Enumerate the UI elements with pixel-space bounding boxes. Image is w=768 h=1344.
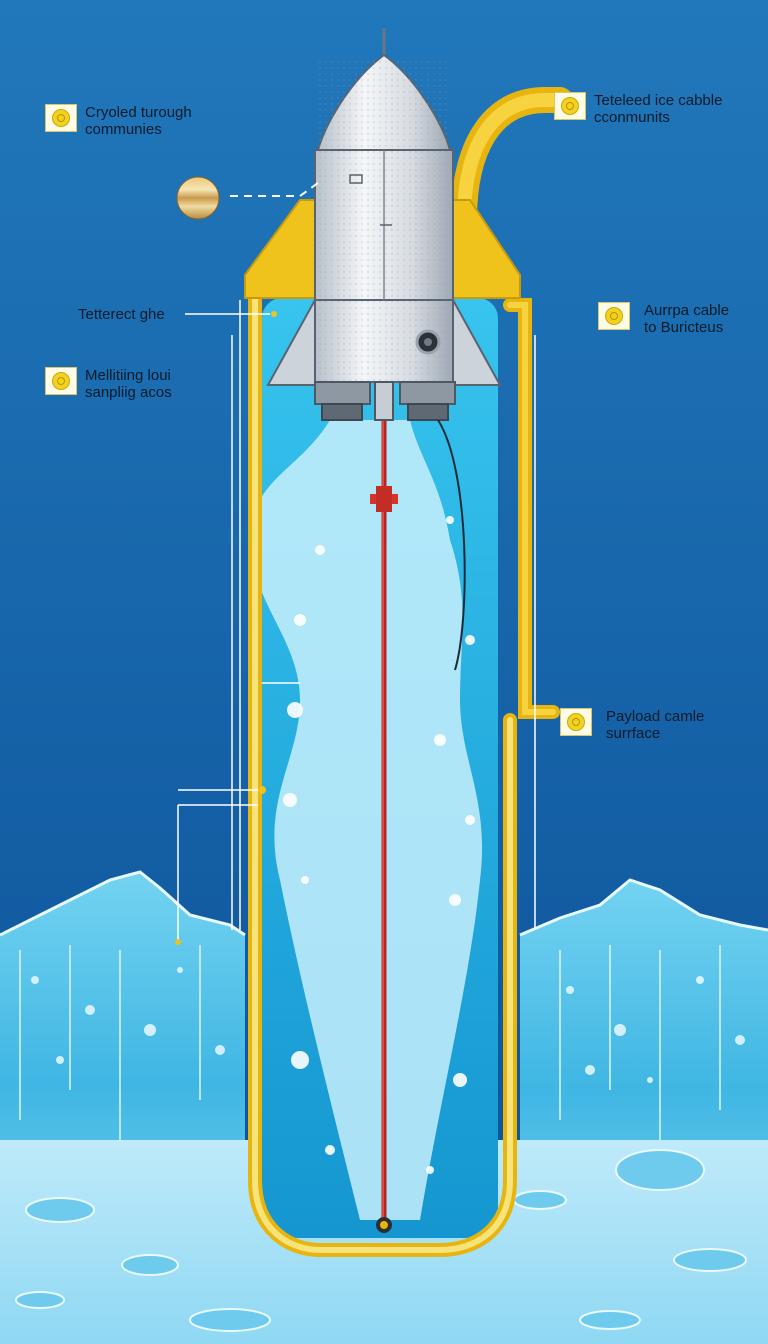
yellow-coin-icon — [561, 97, 579, 115]
yellow-coin-icon — [567, 713, 585, 731]
callout-text: Cryoled turough — [85, 104, 192, 121]
callout-text: to Buricteus — [644, 319, 724, 336]
callout-aurpa-cable: Aurrpa cable to Buricteus — [598, 302, 729, 336]
callout-text: Mellitiing loui — [85, 367, 171, 384]
callout-text: sanpliig acos — [85, 384, 172, 401]
callout-leaders — [175, 300, 536, 945]
callout-tethered-cable: Teteleed ice cabble cconmunits — [554, 92, 722, 126]
callout-badge — [45, 367, 77, 395]
yellow-coin-icon — [605, 307, 623, 325]
planet-leader-line — [230, 182, 319, 197]
callout-melting: Mellitiing loui sanpliig acos — [45, 367, 172, 401]
yellow-coin-icon — [52, 109, 70, 127]
drill-rod — [370, 400, 398, 1233]
callout-payload: Payload camle surrface — [560, 708, 704, 742]
callout-tethered-ghe: Tetterect ghe — [78, 306, 165, 323]
callout-text: Tetterect ghe — [78, 306, 165, 323]
callout-text: communies — [85, 121, 162, 138]
callout-text: Aurrpa cable — [644, 302, 730, 319]
callout-badge — [554, 92, 586, 120]
melt-water-plume — [250, 420, 483, 1220]
callout-badge — [598, 302, 630, 330]
callout-text: Teteleed ice cabble — [594, 92, 723, 109]
callout-text: surrface — [606, 725, 661, 742]
callout-badge — [45, 104, 77, 132]
tether-cable — [248, 87, 573, 1257]
jupiter-icon — [176, 176, 220, 220]
rocket-probe-icon — [266, 28, 502, 671]
callout-text: Payload camle — [606, 708, 705, 725]
callout-badge — [560, 708, 592, 736]
yellow-coin-icon — [52, 372, 70, 390]
callout-cryobot: Cryoled turough communies — [45, 104, 192, 138]
callout-text: cconmunits — [594, 109, 670, 126]
